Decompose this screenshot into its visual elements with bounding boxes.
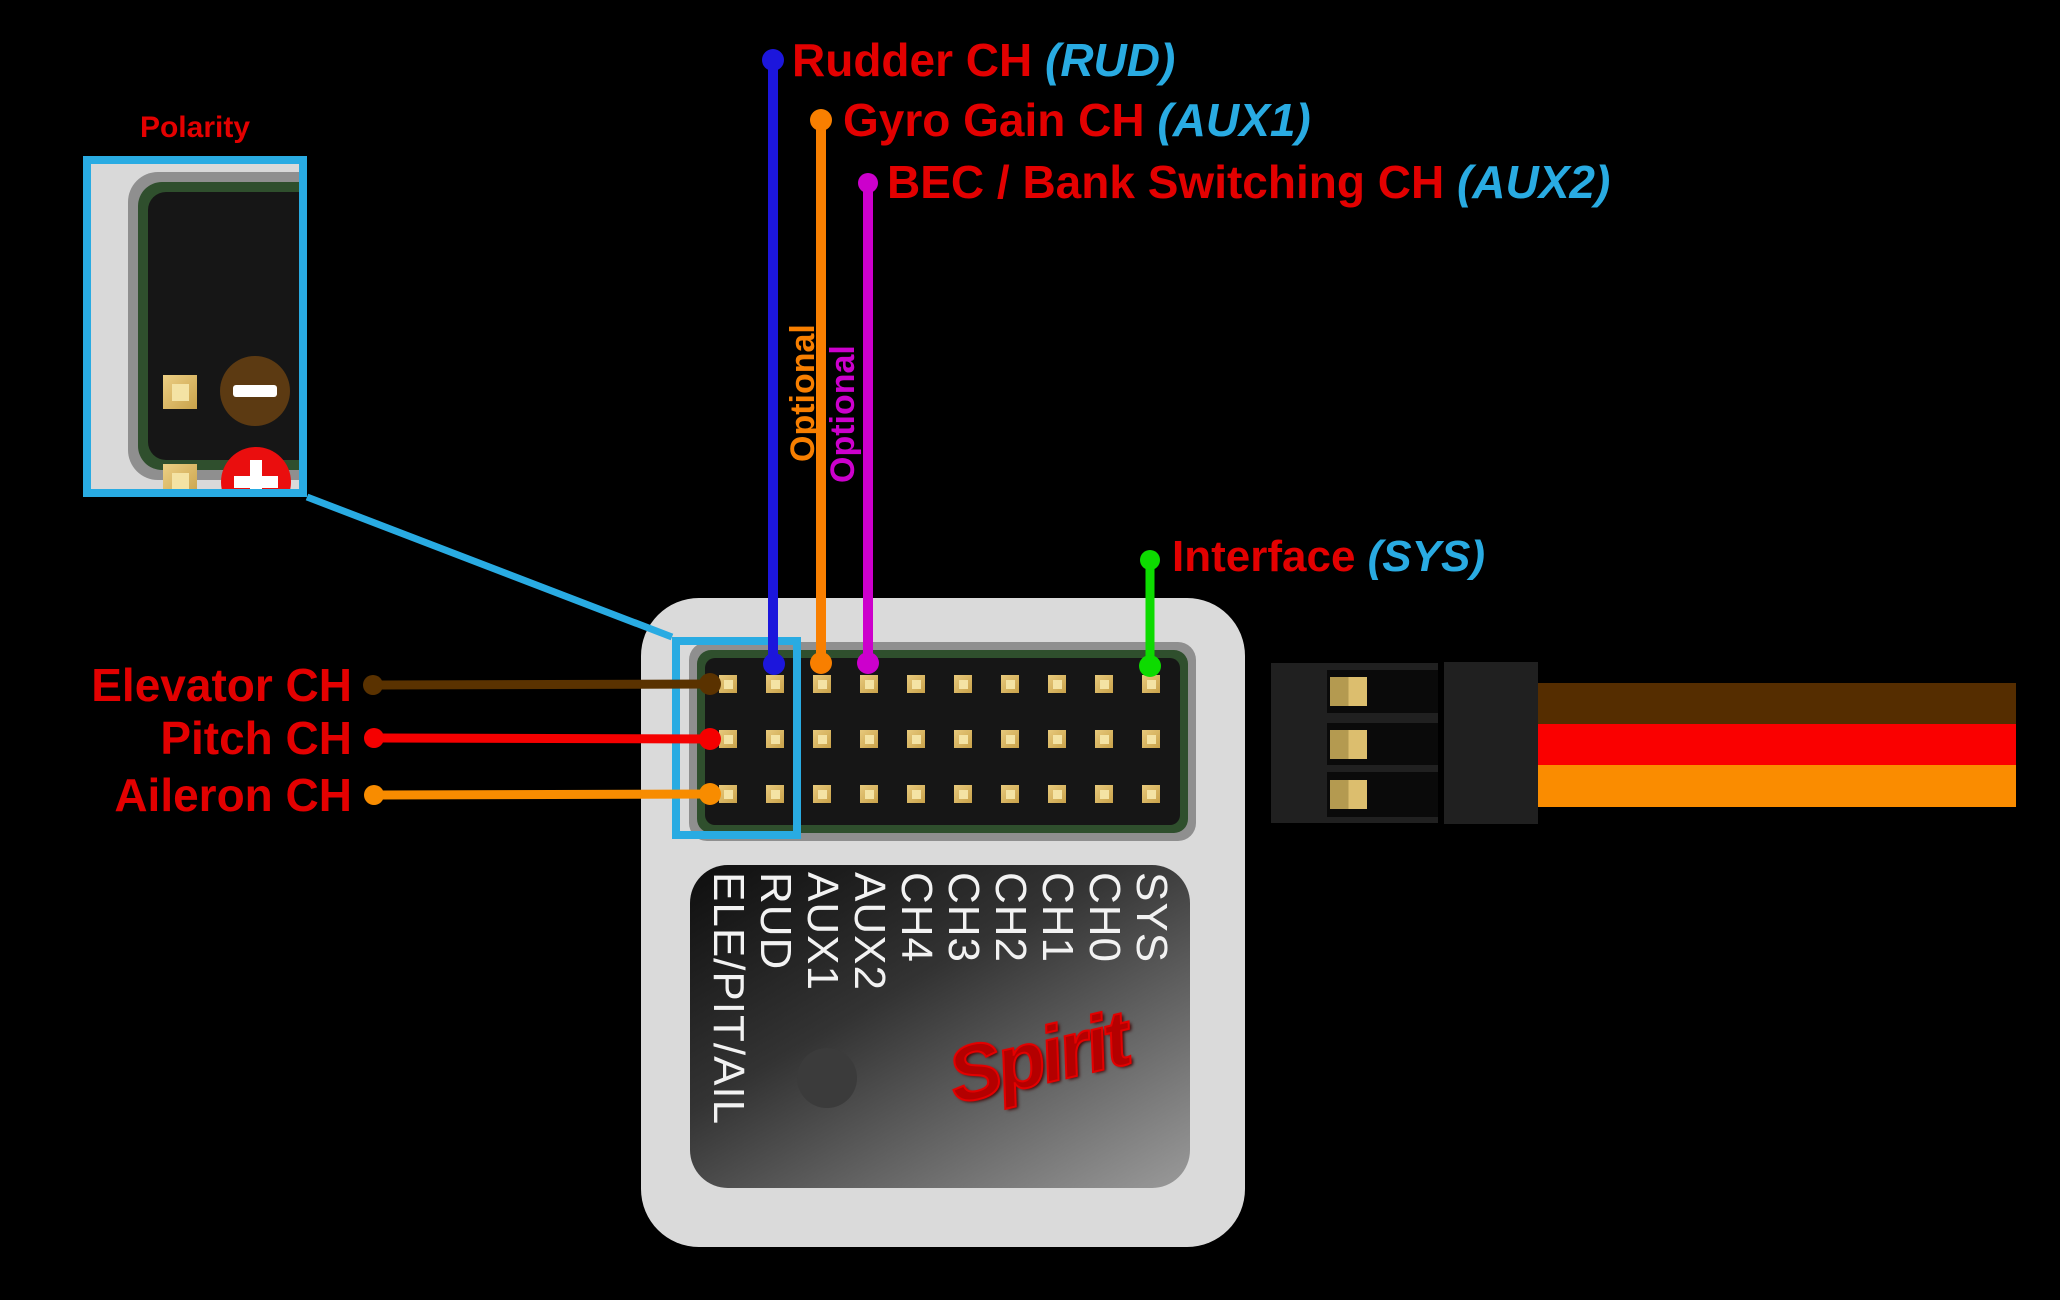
header-pin — [954, 730, 972, 748]
gyro-gain-ch-name: Gyro Gain CH — [843, 94, 1145, 146]
pitch-dot-label — [364, 728, 384, 748]
channel-label-ch1: CH1 — [1033, 872, 1082, 964]
header-pin — [1142, 730, 1160, 748]
bec-ch-name: BEC / Bank Switching CH — [887, 156, 1445, 208]
header-pin — [954, 785, 972, 803]
servo-wire-signal — [1538, 765, 2016, 807]
bec-ch-port: (AUX2) — [1456, 156, 1611, 208]
channel-label-ch3: CH3 — [939, 872, 988, 964]
elevator-dot-label — [363, 675, 383, 695]
polarity-inset-box — [83, 156, 307, 497]
header-pin — [1095, 785, 1113, 803]
channel-label-ch4: CH4 — [892, 872, 941, 964]
elevator-ch-label: Elevator CH — [91, 659, 352, 711]
servo-wire-positive — [1538, 724, 2016, 765]
pin-grid — [719, 675, 1160, 803]
header-pin — [1048, 730, 1066, 748]
aileron-ch-label: Aileron CH — [114, 769, 352, 821]
header-pin — [766, 730, 784, 748]
header-pin — [1001, 785, 1019, 803]
gyro-gain-ch-label: Gyro Gain CH (AUX1) — [843, 94, 1311, 146]
channel-label-aux1: AUX1 — [798, 872, 847, 991]
servo-wire-negative — [1538, 683, 2016, 724]
channel-label-aux2: AUX2 — [845, 872, 894, 991]
polarity-title: Polarity — [139, 111, 251, 144]
header-pin — [719, 785, 737, 803]
servo-connector-block — [1444, 662, 1538, 824]
channel-label-plate — [690, 865, 1190, 1188]
rudder-dot-label — [762, 49, 784, 71]
swashplate-pins-highlight-box — [672, 637, 801, 839]
interface-dot-label — [1140, 550, 1160, 570]
header-pin — [907, 675, 925, 693]
rudder-ch-name: Rudder CH — [792, 34, 1033, 86]
channel-label-ele-pit-ail: ELE/PIT/AIL — [704, 872, 753, 1126]
header-pin — [1001, 675, 1019, 693]
minus-polarity-icon — [220, 356, 290, 426]
header-pin — [813, 785, 831, 803]
header-pin — [907, 730, 925, 748]
header-pin — [719, 675, 737, 693]
channel-label-ch2: CH2 — [986, 872, 1035, 964]
header-pin — [813, 730, 831, 748]
bec-ch-label: BEC / Bank Switching CH (AUX2) — [887, 156, 1610, 208]
gyro-gain-ch-port: (AUX1) — [1157, 94, 1311, 146]
rudder-ch-label: Rudder CH (RUD) — [792, 34, 1175, 86]
servo-contact — [1330, 729, 1367, 759]
rudder-ch-port: (RUD) — [1045, 34, 1176, 86]
unit-button — [797, 1048, 857, 1108]
polarity-pin-middle — [163, 464, 197, 489]
pitch-ch-label: Pitch CH — [160, 712, 352, 764]
servo-connector-slot — [1327, 772, 1438, 817]
channel-label-rud: RUD — [751, 872, 800, 971]
channel-label-ch0: CH0 — [1080, 872, 1129, 964]
header-pin — [1095, 730, 1113, 748]
interface-name: Interface — [1172, 532, 1356, 581]
optional-label-gyro: Optional — [784, 324, 822, 462]
bec-dot-label — [858, 173, 878, 193]
optional-label-bec: Optional — [824, 345, 862, 483]
header-pin — [813, 675, 831, 693]
header-pin — [954, 675, 972, 693]
header-pin — [1001, 730, 1019, 748]
polarity-callout-line — [305, 493, 674, 641]
header-pin — [907, 785, 925, 803]
header-pin — [1142, 785, 1160, 803]
header-pin — [1048, 785, 1066, 803]
header-pin — [719, 730, 737, 748]
header-pin — [1095, 675, 1113, 693]
header-pin — [766, 675, 784, 693]
aileron-dot-label — [364, 785, 384, 805]
header-pin — [1142, 675, 1160, 693]
servo-connector-body — [1271, 663, 1438, 823]
servo-connector-slot — [1327, 670, 1438, 713]
header-pin — [766, 785, 784, 803]
header-pin — [860, 730, 878, 748]
header-pin — [860, 675, 878, 693]
polarity-pcb-body — [148, 192, 299, 460]
header-pin — [860, 785, 878, 803]
interface-label: Interface (SYS) — [1172, 532, 1485, 582]
gyro-dot-label — [810, 109, 832, 131]
header-pin — [1048, 675, 1066, 693]
servo-contact — [1330, 780, 1367, 809]
channel-label-sys: SYS — [1127, 872, 1176, 964]
interface-port: (SYS) — [1367, 532, 1486, 581]
servo-connector-slot — [1327, 723, 1438, 765]
polarity-pin-top — [163, 375, 197, 409]
servo-contact — [1330, 677, 1367, 706]
